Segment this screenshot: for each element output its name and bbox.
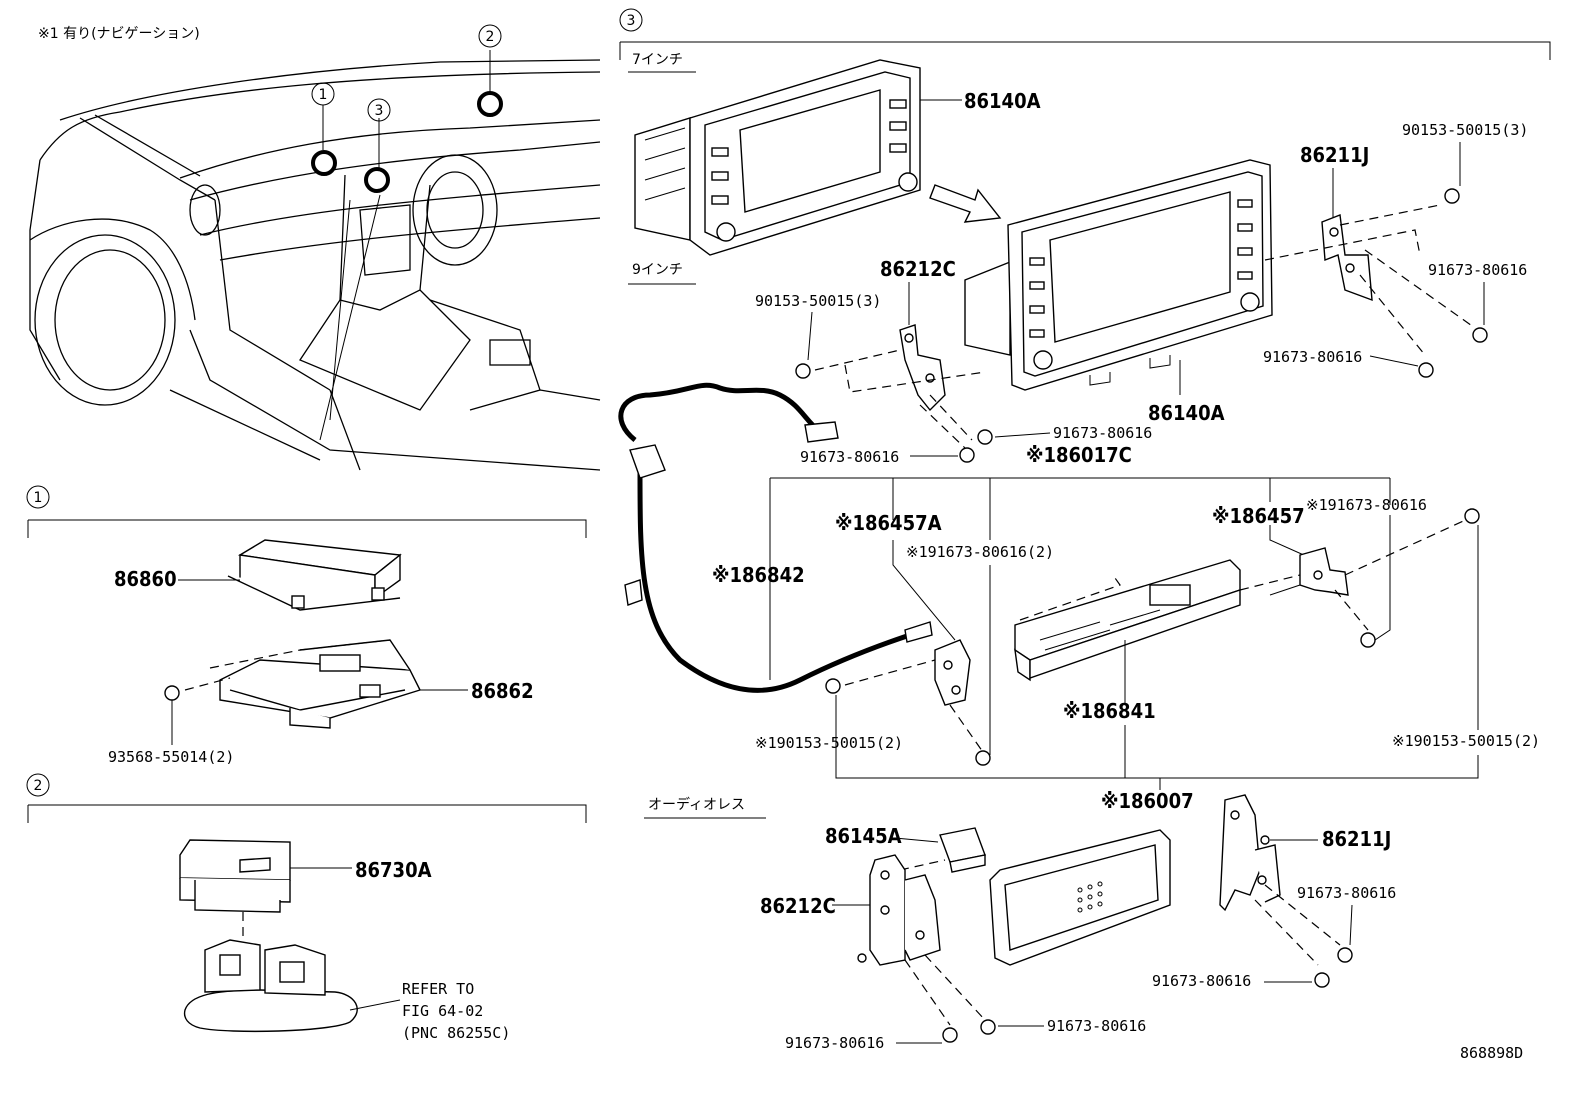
navigation-note: ※1 有り(ナビゲーション) xyxy=(38,26,200,42)
location-marker-2 xyxy=(477,91,503,117)
part-86145A-connector[interactable] xyxy=(939,827,986,873)
screw-91673-b2 xyxy=(980,1019,996,1035)
screw-91673-mid xyxy=(977,429,993,445)
section-2-bracket xyxy=(28,804,587,823)
label-86841: ※186841 xyxy=(1063,699,1156,723)
part-86212C-bracket-bottom[interactable] xyxy=(857,854,941,966)
screw-90153-top xyxy=(1444,188,1460,204)
vehicle-interior-overview: 1 3 2 xyxy=(29,24,601,471)
label-90153-left: 90153-50015(3) xyxy=(755,292,881,310)
screw-91673-x-low xyxy=(1360,632,1376,648)
subsection-audioless: オーディオレス xyxy=(648,796,745,813)
replacement-arrow xyxy=(929,184,1002,223)
refer-line-2: FIG 64-02 xyxy=(402,1002,483,1020)
label-93568-55014: 93568-55014(2) xyxy=(108,748,234,766)
label-86007: ※186007 xyxy=(1101,789,1194,813)
screw-91673-b4 xyxy=(1314,972,1330,988)
part-86860-airbag-sensor[interactable] xyxy=(227,539,402,611)
part-86211J-bracket-bottom[interactable] xyxy=(1219,794,1281,912)
label-86140A-mid: 86140A xyxy=(1148,401,1225,425)
instrument-panel-base xyxy=(183,939,358,1033)
screw-91673-r1 xyxy=(1472,327,1488,343)
label-86140A-top: 86140A xyxy=(964,89,1041,113)
label-91673-r2: 91673-80616 xyxy=(1263,348,1362,366)
location-marker-3 xyxy=(364,167,390,193)
part-86841-navigation-module[interactable] xyxy=(1014,559,1241,682)
label-91673-b3: 91673-80616 xyxy=(1297,884,1396,902)
section-3-marker: 3 xyxy=(627,13,636,29)
screw-91673-b3 xyxy=(1337,947,1353,963)
screw-91673-b1 xyxy=(942,1027,958,1043)
label-90153-x2-right: ※190153-50015(2) xyxy=(1392,732,1540,750)
label-86017C: ※186017C xyxy=(1026,443,1132,467)
section-1-bracket xyxy=(28,519,587,538)
part-86730A-antenna[interactable] xyxy=(179,839,291,913)
part-86457-bracket[interactable] xyxy=(1299,547,1349,596)
screw-91673-x xyxy=(1464,508,1480,524)
subsection-7inch: 7インチ xyxy=(632,52,683,68)
label-91673-x2: ※191673-80616(2) xyxy=(906,543,1054,561)
screw-90153-x-right xyxy=(975,750,991,766)
label-86457: ※186457 xyxy=(1212,504,1305,528)
label-86212C-bottom: 86212C xyxy=(760,894,836,918)
label-90153-top: 90153-50015(3) xyxy=(1402,121,1528,139)
refer-line-1: REFER TO xyxy=(402,980,474,998)
part-audioless-blank-panel[interactable] xyxy=(989,829,1171,966)
callout-2-top: 2 xyxy=(486,29,495,45)
label-91673-b1: 91673-80616 xyxy=(785,1034,884,1052)
label-91673-x: ※191673-80616 xyxy=(1306,496,1427,514)
part-86140A-7inch-display[interactable] xyxy=(634,59,921,256)
subsection-9inch: 9インチ xyxy=(632,262,683,278)
label-91673-low: 91673-80616 xyxy=(800,448,899,466)
label-86145A: 86145A xyxy=(825,824,902,848)
label-90153-x2-left: ※190153-50015(2) xyxy=(755,734,903,752)
part-86140A-9inch-display[interactable] xyxy=(964,159,1273,391)
screw-90153-left xyxy=(795,363,811,379)
label-91673-mid: 91673-80616 xyxy=(1053,424,1152,442)
label-91673-r1: 91673-80616 xyxy=(1428,261,1527,279)
part-86842-cable[interactable] xyxy=(618,382,933,693)
label-86860: 86860 xyxy=(114,567,177,591)
part-86212C-bracket-top[interactable] xyxy=(899,324,946,412)
screw-90153-x-left xyxy=(825,678,841,694)
figure-id: 868898D xyxy=(1460,1044,1523,1062)
label-91673-b2: 91673-80616 xyxy=(1047,1017,1146,1035)
label-86212C-top: 86212C xyxy=(880,257,956,281)
part-86457A-bracket[interactable] xyxy=(934,639,971,706)
label-86457A: ※186457A xyxy=(835,511,942,535)
callout-3-top: 3 xyxy=(375,103,384,119)
label-86862: 86862 xyxy=(471,679,534,703)
label-86211J-top: 86211J xyxy=(1300,143,1369,167)
label-86211J-bottom: 86211J xyxy=(1322,827,1391,851)
screw-91673-r2 xyxy=(1418,362,1434,378)
part-86211J-bracket-top[interactable] xyxy=(1321,214,1373,302)
section-2-marker: 2 xyxy=(34,778,43,794)
refer-line-3: (PNC 86255C) xyxy=(402,1024,510,1042)
location-marker-1 xyxy=(311,150,337,176)
section-1-marker: 1 xyxy=(34,490,43,506)
section-3-bracket xyxy=(620,41,1551,60)
callout-1-top: 1 xyxy=(319,87,328,103)
screw-91673-low xyxy=(959,447,975,463)
label-86730A: 86730A xyxy=(355,858,432,882)
label-91673-b4: 91673-80616 xyxy=(1152,972,1251,990)
label-86842: ※186842 xyxy=(712,563,805,587)
part-86862-bracket[interactable] xyxy=(219,639,421,729)
